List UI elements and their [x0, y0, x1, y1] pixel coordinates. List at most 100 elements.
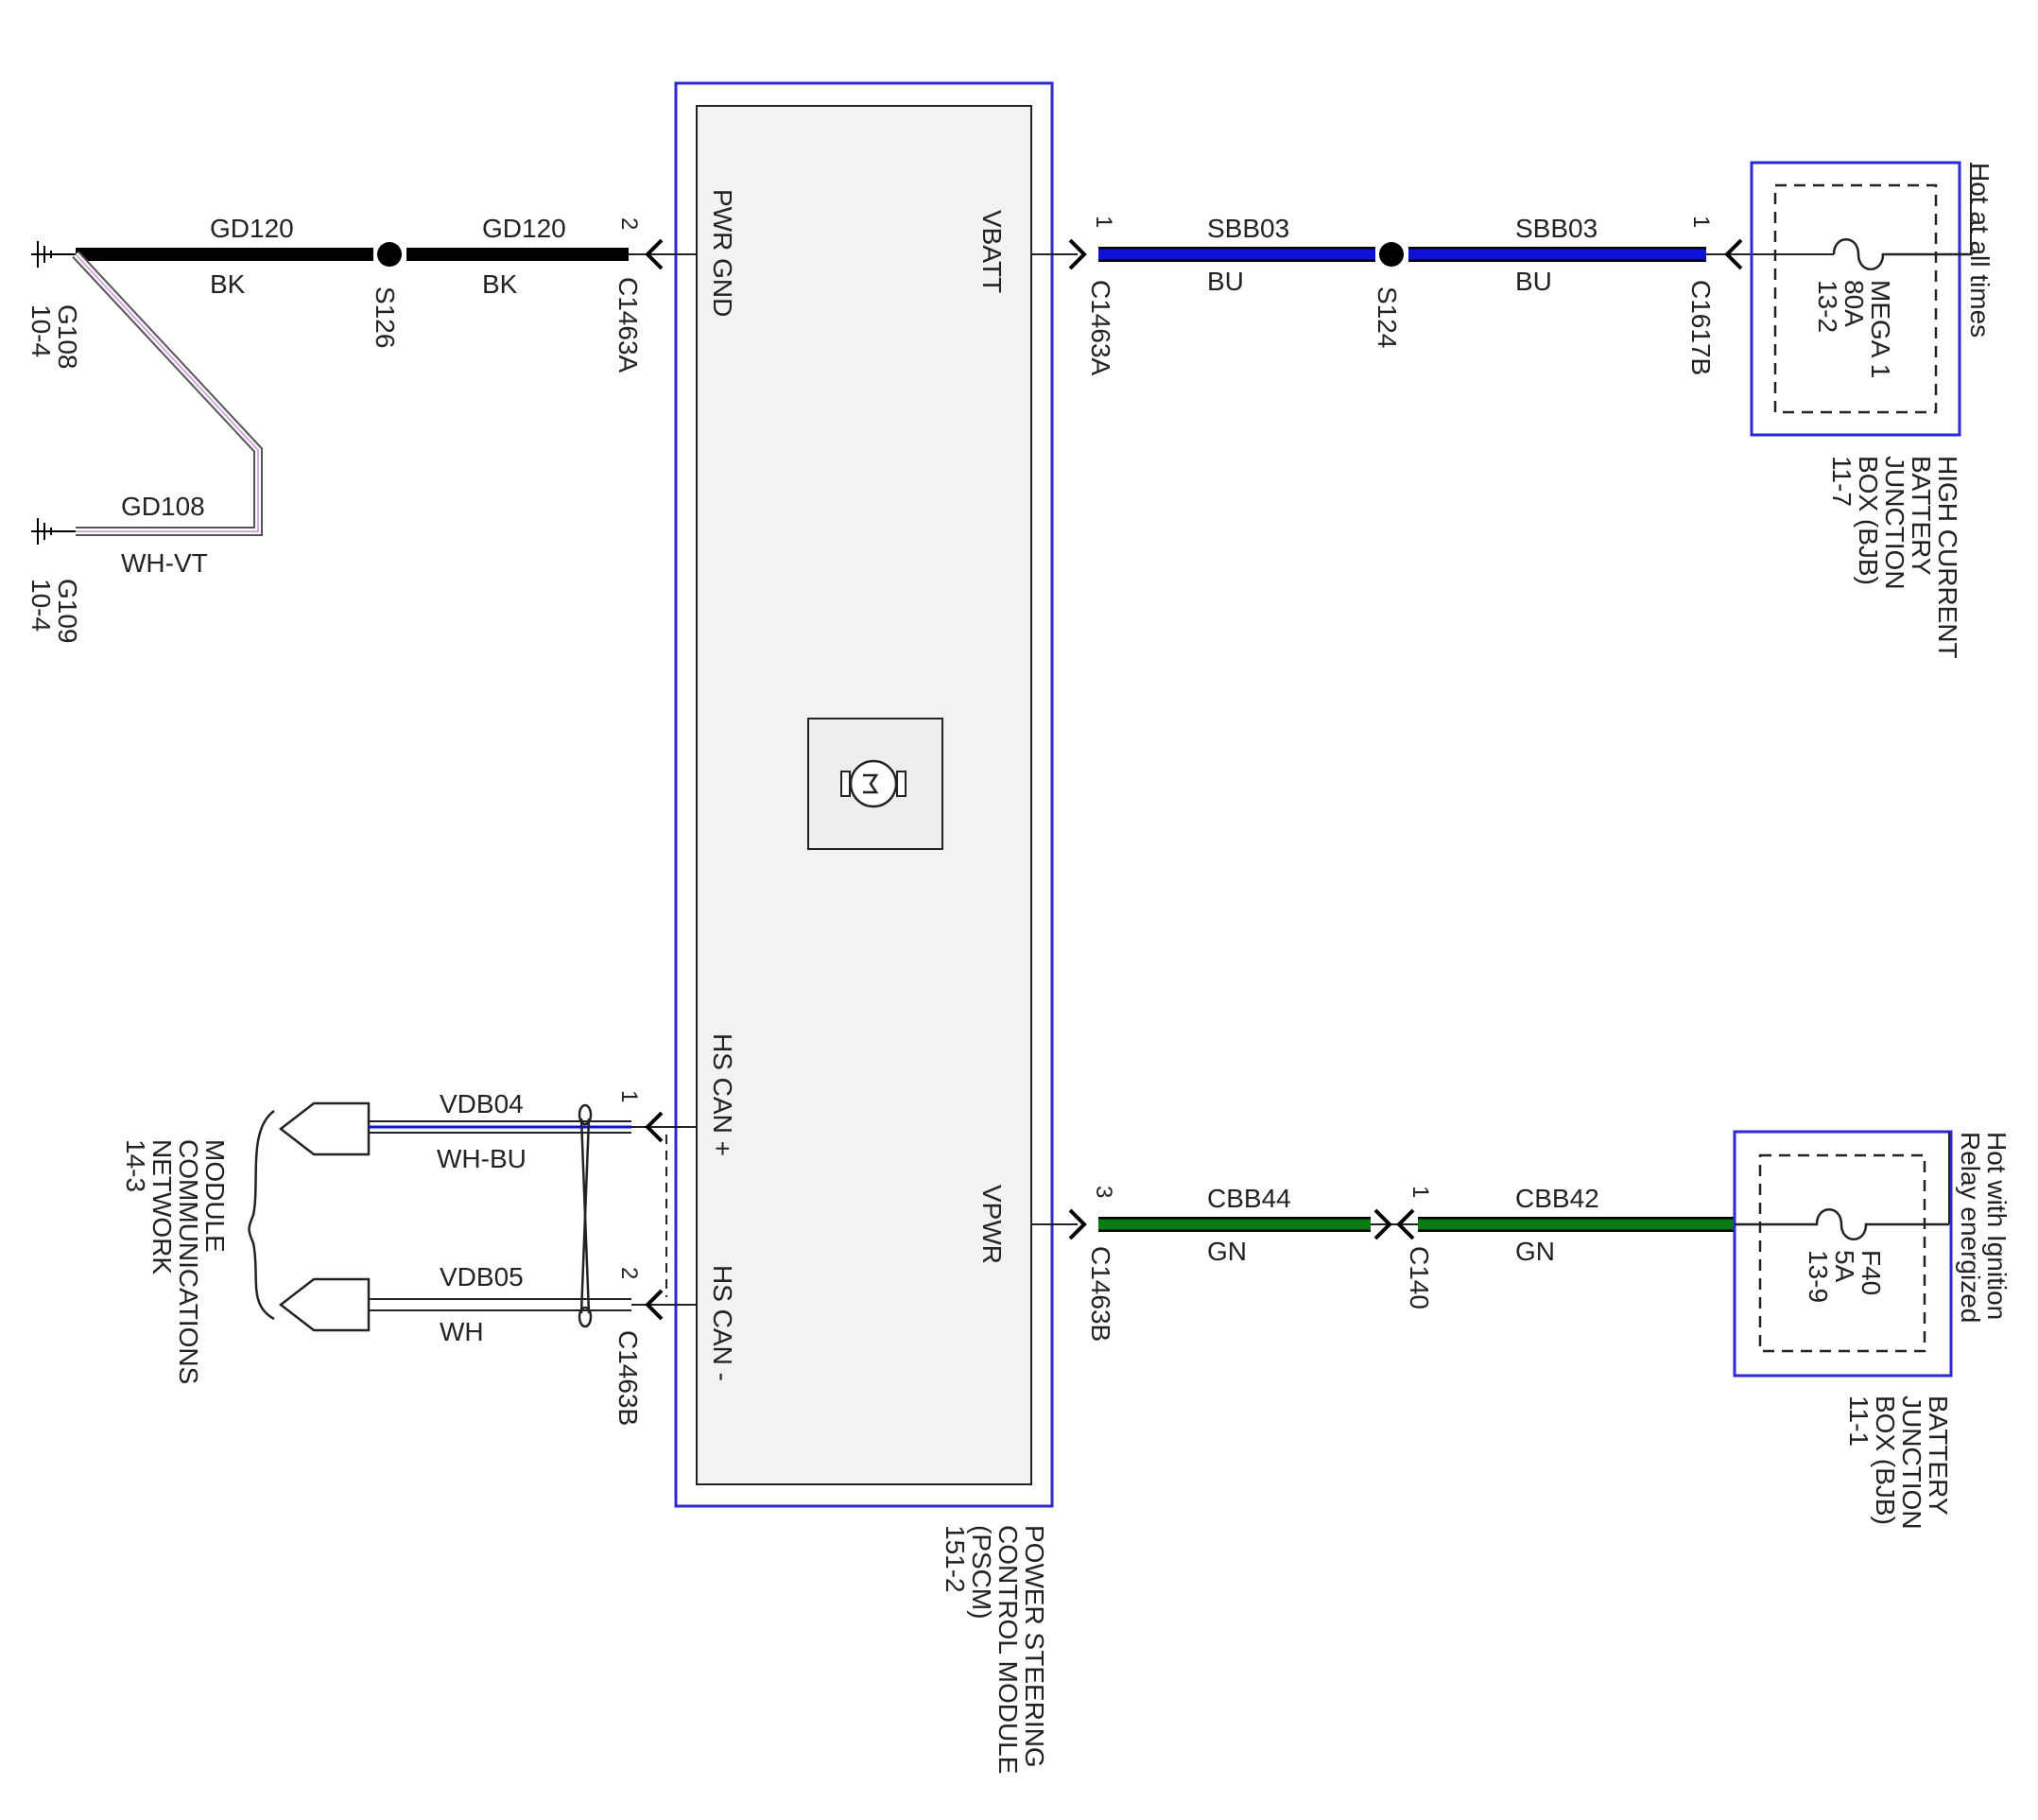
connector-arrow-c1617b: [1724, 238, 1743, 270]
bjb2-name-line-1: BATTERY: [1924, 1395, 1953, 1516]
connector-arrow-c140-female: [1396, 1208, 1415, 1240]
connector-arrow-vbatt: [1068, 238, 1087, 270]
pin-label-hs-can-plus: HS CAN +: [708, 1033, 737, 1156]
bjb2-name-line-2: JUNCTION: [1897, 1395, 1926, 1530]
wire-label-vdb04: VDB04: [440, 1089, 524, 1118]
pscm-name-line-4: 151-2: [941, 1525, 970, 1593]
bjb-inner: [1758, 1153, 1926, 1353]
wire-color-wh-bu: WH-BU: [437, 1144, 527, 1173]
bjb-box: [1733, 1130, 1953, 1378]
ground-symbol-g108: [31, 241, 76, 268]
wire-gd108: [72, 251, 263, 536]
bjb2-name-line-3: BOX (BJB): [1871, 1395, 1900, 1525]
pin-number-c1617b: 1: [1688, 216, 1714, 228]
connector-arrow-hs-can-plus: [645, 1111, 664, 1143]
network-name-line-1: MODULE: [200, 1139, 230, 1253]
ground-ref-g109: 10-4: [26, 579, 56, 632]
fuse-name-f40: F40: [1857, 1250, 1886, 1295]
ground-ref-g108: 10-4: [26, 304, 56, 357]
pin-label-vpwr: VPWR: [977, 1185, 1007, 1264]
pin-number-c140: 1: [1408, 1186, 1433, 1198]
wire-color-wh: WH: [440, 1317, 484, 1346]
pin-label-pwr-gnd: PWR GND: [708, 189, 737, 317]
wire-label-gd120-2: GD120: [482, 214, 566, 243]
wire-color-bk-1: BK: [210, 269, 246, 299]
wire-color-bu-1: BU: [1207, 267, 1244, 296]
network-name-line-3: NETWORK: [147, 1139, 177, 1274]
pscm-inner-box: [696, 105, 1032, 1485]
network-brace: [248, 1109, 275, 1321]
connector-label-c1463a-vbatt: C1463A: [1086, 280, 1115, 376]
supply-note-line-1: Hot with Ignition: [1982, 1132, 2012, 1320]
fuse-rating-5a: 5A: [1830, 1250, 1859, 1283]
supply-note-hot-at-all-times: Hot at all times: [1965, 163, 1995, 338]
vpwr-circuit: 3 C1463B CBB44 GN 1 C140 CBB42 GN F40 5A…: [1031, 1130, 2012, 1530]
connector-label-c1463b-can: C1463B: [613, 1330, 643, 1426]
fuse-ref-13-2: 13-2: [1813, 280, 1842, 333]
ground-label-g108: G108: [53, 304, 82, 370]
connector-arrow-pwr-gnd: [645, 238, 664, 270]
wire-color-gn-2: GN: [1515, 1237, 1555, 1266]
wire-color-wh-vt: WH-VT: [121, 548, 208, 578]
pin-label-hs-can-minus: HS CAN -: [708, 1265, 737, 1381]
fuse-ref-13-9: 13-9: [1804, 1250, 1833, 1303]
pin-number-vbatt: 1: [1091, 216, 1116, 228]
connector-label-c140: C140: [1405, 1246, 1434, 1309]
high-current-bjb-box: [1750, 161, 1961, 437]
wire-label-vdb05: VDB05: [440, 1262, 524, 1291]
pscm-outer-box: [674, 81, 1054, 1508]
bjb-name-line-5: 11-7: [1827, 456, 1857, 507]
pscm-name-line-3: (PSCM): [967, 1525, 996, 1620]
fuse-rating-80a: 80A: [1839, 280, 1869, 327]
splice-s126-dot: [377, 242, 402, 267]
battery-circuit: 1 C1463A SBB03 BU S124 SBB03 BU 1 C1617B…: [1031, 161, 1995, 659]
pin-number-hs-can-minus: 2: [616, 1267, 642, 1279]
wire-label-cbb44: CBB44: [1207, 1184, 1291, 1213]
high-current-bjb-inner: [1773, 183, 1938, 414]
connector-label-c1463b-vpwr: C1463B: [1086, 1246, 1115, 1342]
pin-label-vbatt: VBATT: [977, 210, 1007, 293]
wire-color-bu-2: BU: [1515, 267, 1552, 296]
network-name-line-2: COMMUNICATIONS: [174, 1139, 203, 1384]
fuse-icon-f40: [1735, 1208, 1949, 1240]
splice-label-s126: S126: [371, 286, 400, 348]
network-connector-icon-2: [278, 1277, 371, 1332]
connector-arrow-hs-can-minus: [645, 1289, 664, 1321]
pscm-module: PWR GND VBATT HS CAN + HS CAN - VPWR POW…: [674, 81, 1054, 1774]
wire-label-sbb03-2: SBB03: [1515, 214, 1598, 243]
splice-label-s124: S124: [1373, 286, 1402, 348]
bjb-name-line-1: HIGH CURRENT: [1933, 456, 1962, 659]
can-circuit: VDB04 WH-BU VDB05 WH 1 2 C1463B MODULE C…: [121, 1089, 697, 1426]
connector-label-c1463a-gnd: C1463A: [613, 277, 643, 373]
supply-note-line-2: Relay energized: [1956, 1132, 1985, 1323]
splice-s124-dot: [1379, 242, 1404, 267]
ground-label-g109: G109: [53, 579, 82, 644]
fuse-name-mega1: MEGA 1: [1866, 280, 1895, 378]
network-name-line-4: 14-3: [121, 1139, 150, 1192]
wire-color-gn-1: GN: [1207, 1237, 1247, 1266]
bjb-name-line-2: BATTERY: [1907, 456, 1936, 576]
connector-arrow-c140-male: [1373, 1208, 1392, 1240]
connector-label-c1617b: C1617B: [1686, 280, 1716, 375]
wire-label-gd120-1: GD120: [210, 214, 294, 243]
motor-icon: [807, 718, 943, 850]
pscm-name-line-2: CONTROL MODULE: [993, 1525, 1023, 1774]
network-connector-icon-1: [278, 1101, 371, 1156]
pscm-name: POWER STEERING CONTROL MODULE (PSCM) 151…: [941, 1525, 1049, 1774]
pin-number-pwr-gnd: 2: [616, 217, 642, 230]
bjb-name-line-3: JUNCTION: [1880, 456, 1909, 590]
pin-number-vpwr: 3: [1091, 1186, 1116, 1198]
wire-label-gd108: GD108: [121, 492, 205, 521]
wire-label-sbb03-1: SBB03: [1207, 214, 1289, 243]
twisted-pair-icon: [578, 1103, 593, 1328]
pin-number-hs-can-plus: 1: [616, 1090, 642, 1102]
bjb-name-line-4: BOX (BJB): [1854, 456, 1883, 585]
wire-label-cbb42: CBB42: [1515, 1184, 1599, 1213]
fuse-icon-mega1: [1832, 238, 1971, 270]
ground-circuit: GD120 BK GD120 BK S126 2 C1463A G108 10-…: [26, 214, 697, 644]
bjb2-name-line-4: 11-1: [1844, 1395, 1874, 1447]
ground-symbol-g109: [31, 518, 76, 545]
pscm-name-line-1: POWER STEERING: [1020, 1525, 1049, 1768]
connector-arrow-vpwr: [1068, 1208, 1087, 1240]
